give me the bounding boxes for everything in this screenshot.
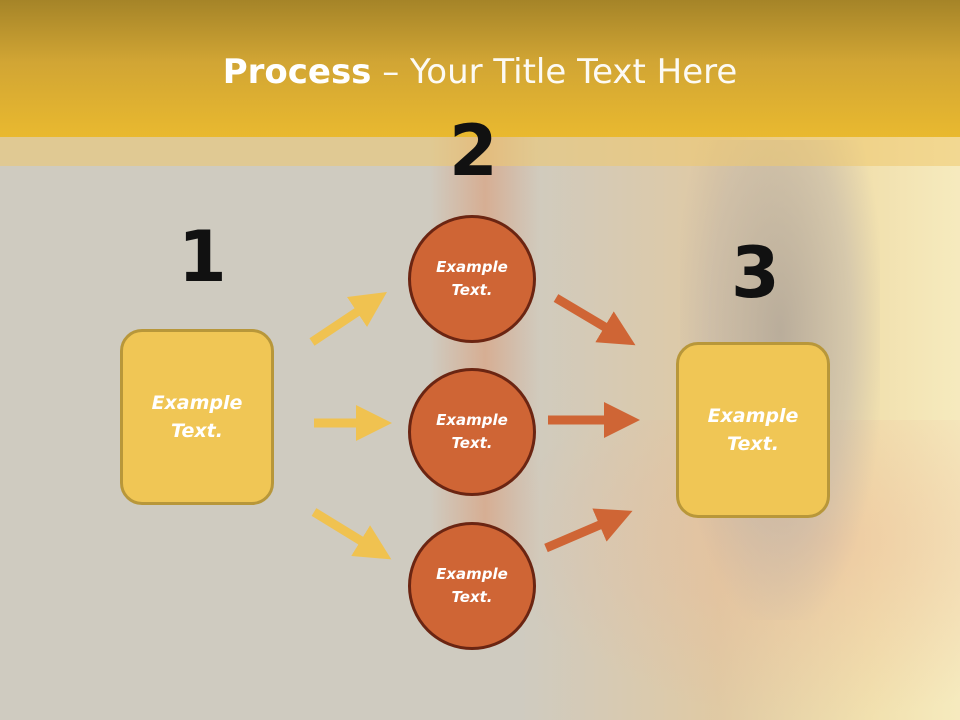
right-box-text: Example Text. [707, 404, 799, 456]
process-circle-top: Example Text. [408, 215, 536, 343]
process-circle-middle: Example Text. [408, 368, 536, 496]
circle-middle-text: Example Text. [436, 410, 508, 452]
slide-title: Process – Your Title Text Here [0, 52, 960, 92]
circle-bottom-text: Example Text. [436, 564, 508, 606]
left-process-box: Example Text. [120, 329, 274, 505]
circle-top-text: Example Text. [436, 257, 508, 299]
title-banner [0, 0, 960, 137]
title-banner-strip [0, 137, 960, 166]
arrow-left-to-top [309, 292, 387, 346]
step-number-3: 3 [731, 232, 780, 314]
step-number-2: 2 [449, 110, 498, 192]
slide-title-rest: – Your Title Text Here [371, 52, 738, 92]
process-circle-bottom: Example Text. [408, 522, 536, 650]
arrow-left-to-bottom [311, 508, 392, 560]
slide-title-bold: Process [222, 52, 372, 92]
left-box-text: Example Text. [151, 391, 243, 443]
arrow-top-to-right [553, 294, 636, 346]
right-process-box: Example Text. [676, 342, 830, 518]
arrow-bottom-to-right [544, 508, 633, 553]
step-number-1: 1 [178, 216, 227, 298]
